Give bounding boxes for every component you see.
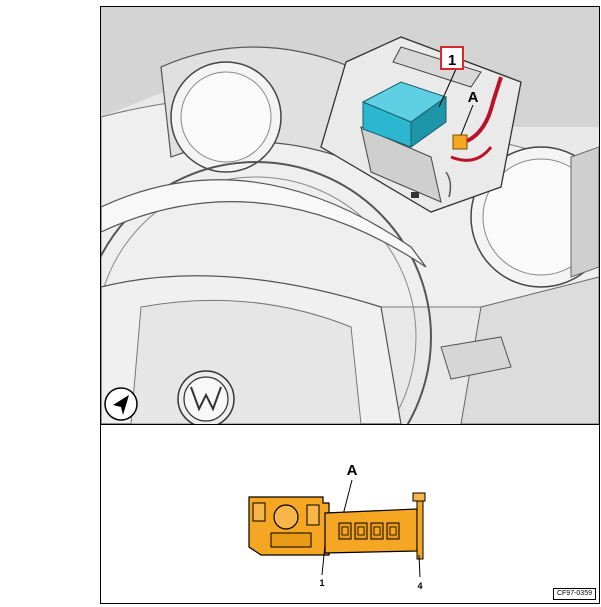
callout-1-label: 1 <box>448 52 456 69</box>
control-module <box>361 81 448 148</box>
detail-inset <box>320 36 522 213</box>
pin-1-label: 1 <box>319 578 324 588</box>
vw-logo <box>177 370 235 424</box>
callout-A: A <box>460 89 479 136</box>
callout-A-label: A <box>468 89 479 106</box>
connector-A-label: A <box>347 462 358 479</box>
north-arrow-icon <box>104 387 138 421</box>
section-divider <box>101 424 599 425</box>
callout-1: 1 <box>438 46 464 108</box>
connector-A-inset <box>445 76 503 198</box>
connector-A <box>248 492 426 560</box>
figure-code: CF97-0359 <box>552 588 596 600</box>
dashboard-illustration: 1 A <box>101 7 599 424</box>
pin-4-label: 4 <box>417 581 422 591</box>
figure-frame: 1 A A <box>100 6 600 604</box>
connector-pinout-diagram: A 1 <box>248 462 426 591</box>
pin-cavities <box>338 522 400 540</box>
